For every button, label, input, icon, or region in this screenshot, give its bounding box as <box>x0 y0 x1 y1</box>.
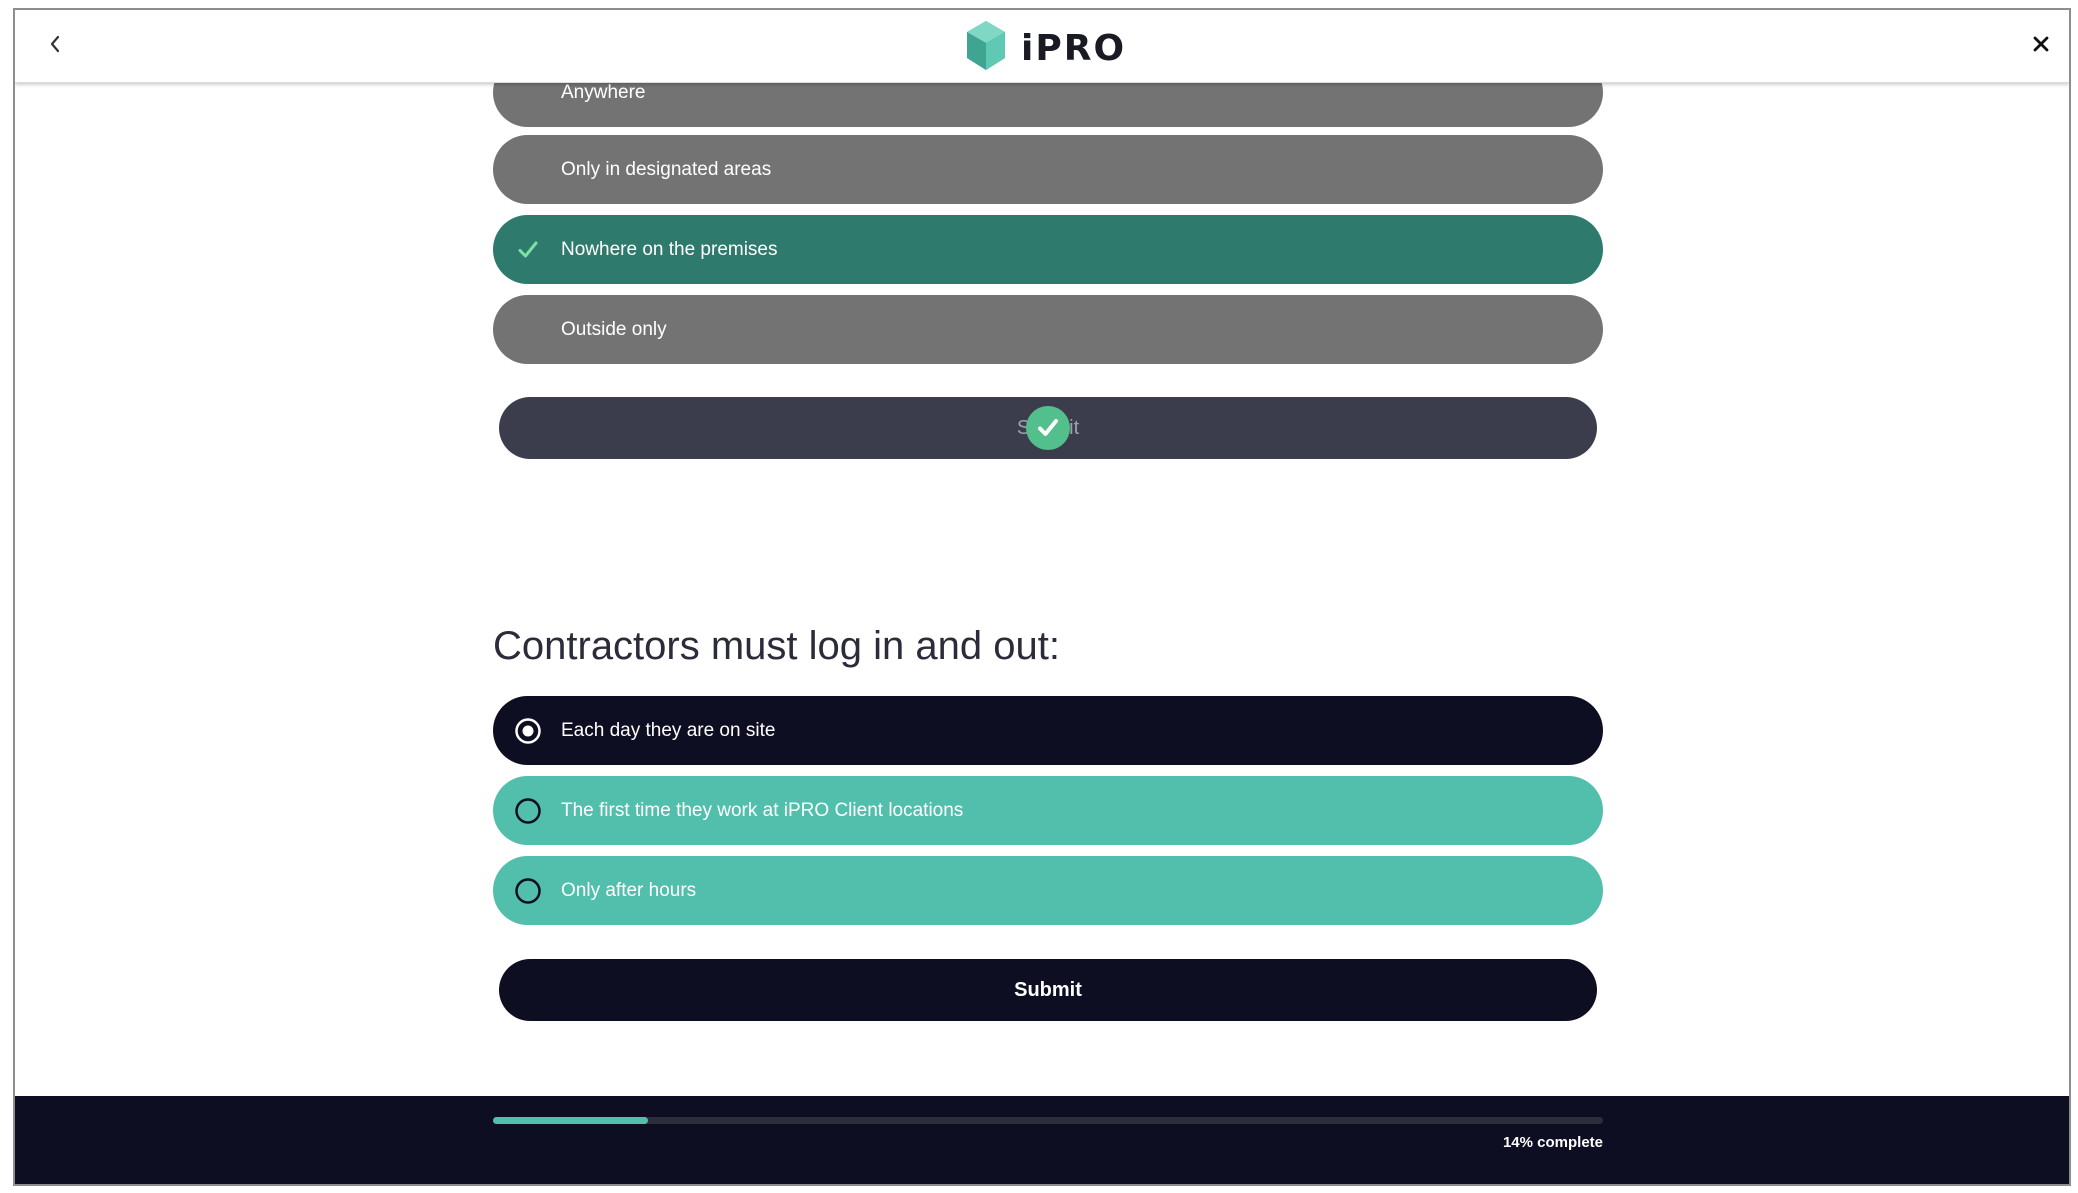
back-button[interactable] <box>35 26 75 66</box>
answer-option-outside-only[interactable]: Outside only <box>493 295 1603 364</box>
previous-submit-button[interactable]: Submit <box>499 397 1597 459</box>
option-label: Each day they are on site <box>561 719 776 741</box>
option-label: Outside only <box>561 318 667 340</box>
close-icon <box>2032 35 2050 58</box>
radio-unselected-icon[interactable] <box>514 797 542 825</box>
chevron-left-icon <box>48 34 62 59</box>
submitted-check-icon <box>1026 406 1070 450</box>
answer-option-designated-areas[interactable]: Only in designated areas <box>493 135 1603 204</box>
checkmark-icon <box>514 236 542 264</box>
answer-option-each-day[interactable]: Each day they are on site <box>493 696 1603 765</box>
submit-label: Submit <box>1014 978 1082 1001</box>
option-label: Only after hours <box>561 879 697 901</box>
close-button[interactable] <box>2021 26 2061 66</box>
answer-option-after-hours[interactable]: Only after hours <box>493 856 1603 925</box>
option-label: Nowhere on the premises <box>561 238 778 260</box>
progress-bar <box>493 1117 1603 1124</box>
ipro-logo-icon <box>965 20 1007 77</box>
progress-label: 14% complete <box>1502 1134 1603 1151</box>
progress-bar-fill <box>493 1117 649 1124</box>
option-label: Anywhere <box>561 81 646 103</box>
progress-footer: 14% complete <box>15 1096 2069 1184</box>
ipro-logo: iPRO <box>965 20 1126 76</box>
radio-unselected-icon[interactable] <box>514 877 542 905</box>
submit-button[interactable]: Submit <box>499 959 1597 1021</box>
question-prompt: Contractors must log in and out: <box>493 624 1060 668</box>
logo-wordmark: iPRO <box>1021 27 1127 69</box>
option-label: The first time they work at iPRO Client … <box>561 799 964 821</box>
app-window: Anywhere Only in designated areas Nowher… <box>13 8 2071 1186</box>
option-label: Only in designated areas <box>561 158 772 180</box>
radio-selected-icon[interactable] <box>514 717 542 745</box>
answer-option-first-time[interactable]: The first time they work at iPRO Client … <box>493 776 1603 845</box>
quiz-content: Anywhere Only in designated areas Nowher… <box>15 10 2069 1184</box>
top-header: iPRO <box>15 10 2069 83</box>
answer-option-nowhere-correct[interactable]: Nowhere on the premises <box>493 215 1603 284</box>
